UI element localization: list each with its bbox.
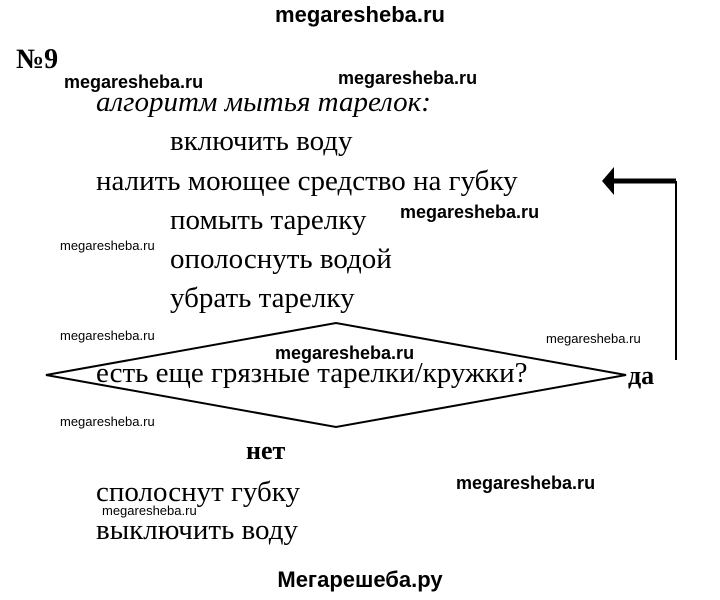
watermark: megaresheba.ru — [60, 238, 155, 253]
watermark: megaresheba.ru — [456, 473, 596, 493]
step-rinse-sponge: сполоснут губку — [96, 476, 300, 508]
watermark: megaresheba.ru — [102, 503, 197, 518]
step-apply-detergent: налить моющее средство на губку — [96, 165, 518, 197]
watermark: megaresheba.ru — [64, 72, 204, 92]
step-wash-plate: помыть тарелку — [170, 204, 367, 236]
watermark: megaresheba.ru — [60, 414, 155, 429]
algorithm-title: алгоритм мытья тарелок: — [96, 86, 431, 118]
watermark: megaresheba.ru — [338, 68, 478, 88]
site-footer: Мегарешеба.ру — [277, 567, 443, 592]
decision-no-label: нет — [246, 436, 286, 465]
loop-back-arrowhead — [602, 167, 614, 195]
step-turn-on-water: включить воду — [170, 125, 353, 157]
site-header: megaresheba.ru — [275, 2, 445, 27]
decision-yes-label: да — [628, 361, 655, 390]
step-rinse-with-water: ополоснуть водой — [170, 243, 392, 275]
step-turn-off-water: выключить воду — [96, 514, 298, 546]
watermark: megaresheba.ru — [275, 343, 415, 363]
decision-condition: есть еще грязные тарелки/кружки? — [96, 357, 528, 389]
step-put-away-plate: убрать тарелку — [170, 282, 355, 314]
watermark: megaresheba.ru — [546, 331, 641, 346]
watermark: megaresheba.ru — [60, 328, 155, 343]
watermark: megaresheba.ru — [400, 202, 540, 222]
problem-number: №9 — [16, 44, 59, 75]
